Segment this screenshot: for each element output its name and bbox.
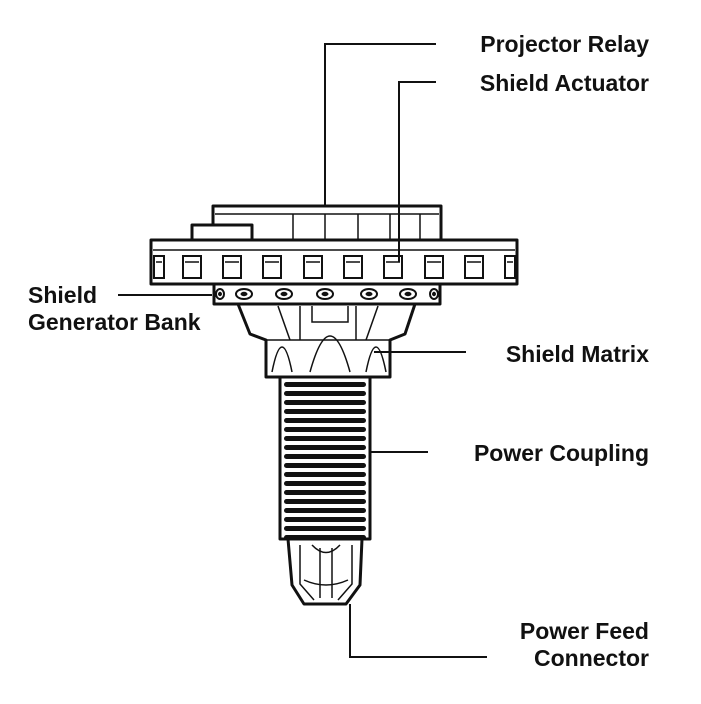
label-power-coupling: Power Coupling: [474, 440, 649, 466]
coupling-rib: [284, 409, 366, 414]
ring-slot: [424, 255, 444, 279]
ring-slot: [303, 255, 323, 279]
coupling-rib: [284, 472, 366, 477]
label-power-feed-connector-line1: Power Feed: [520, 618, 649, 644]
coupling-ribs: [284, 382, 366, 540]
shield-generator-bank-part: [212, 282, 442, 306]
coupling-rib: [284, 481, 366, 486]
label-shield-actuator: Shield Actuator: [480, 70, 649, 96]
coupling-rib: [284, 499, 366, 504]
coupling-rib: [284, 454, 366, 459]
leader-projector-relay: [324, 43, 436, 206]
projector-relay-part: [190, 204, 443, 245]
power-feed-connector-part: [286, 537, 364, 606]
power-coupling-part: [278, 375, 372, 541]
label-power-feed-connector-line2: Connector: [534, 645, 649, 671]
leader-power-feed-connector: [349, 604, 487, 658]
coupling-rib: [284, 490, 366, 495]
shield-matrix-part: [236, 302, 417, 379]
ring-slot: [504, 255, 516, 279]
coupling-rib: [284, 391, 366, 396]
coupling-rib: [284, 463, 366, 468]
generator-bolts: [215, 288, 439, 300]
coupling-rib: [284, 445, 366, 450]
coupling-rib: [284, 427, 366, 432]
coupling-rib: [284, 508, 366, 513]
coupling-rib: [284, 517, 366, 522]
coupling-rib: [284, 436, 366, 441]
coupling-rib: [284, 418, 366, 423]
label-shield-generator-bank-line1: Shield: [28, 282, 97, 308]
ring-slot: [262, 255, 282, 279]
ring-slot: [464, 255, 484, 279]
label-shield-generator-bank-line2: Generator Bank: [28, 309, 201, 335]
label-projector-relay: Projector Relay: [480, 31, 649, 57]
coupling-rib: [284, 382, 366, 387]
labels: Projector Relay Shield Actuator Shield G…: [28, 31, 649, 671]
ring-slot: [182, 255, 202, 279]
ring-slot: [222, 255, 242, 279]
ring-slot: [153, 255, 165, 279]
main-ring: [149, 238, 519, 286]
ring-slot: [343, 255, 363, 279]
ring-slots: [153, 255, 516, 279]
leader-lines: [118, 43, 487, 658]
leader-shield-actuator: [398, 81, 436, 262]
coupling-rib: [284, 400, 366, 405]
label-shield-matrix: Shield Matrix: [506, 341, 649, 367]
coupling-rib: [284, 526, 366, 531]
